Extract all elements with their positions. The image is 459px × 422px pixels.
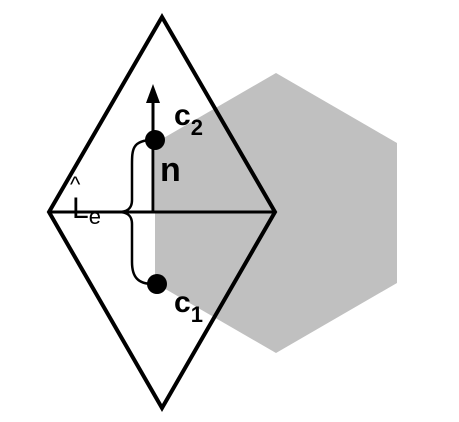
- c1-label-base: c: [174, 286, 191, 319]
- edge-length-brace: [117, 138, 154, 286]
- rhombus-cell: [46, 13, 278, 413]
- c1-label-sub: 1: [191, 302, 203, 327]
- c1-point: [147, 274, 167, 294]
- edge-length-label: Le: [72, 192, 101, 229]
- edge-length-hat: ^: [70, 172, 81, 197]
- c2-label-base: c: [174, 99, 191, 132]
- c2-label-sub: 2: [191, 115, 203, 140]
- edge-length-sub: e: [89, 204, 101, 229]
- c2-label: c2: [174, 99, 203, 140]
- normal-label: n: [160, 151, 181, 189]
- c2-point: [145, 130, 165, 150]
- edge-length-base: L: [72, 192, 89, 225]
- normal-vector-arrowhead: [146, 84, 160, 103]
- c1-label: c1: [174, 286, 203, 327]
